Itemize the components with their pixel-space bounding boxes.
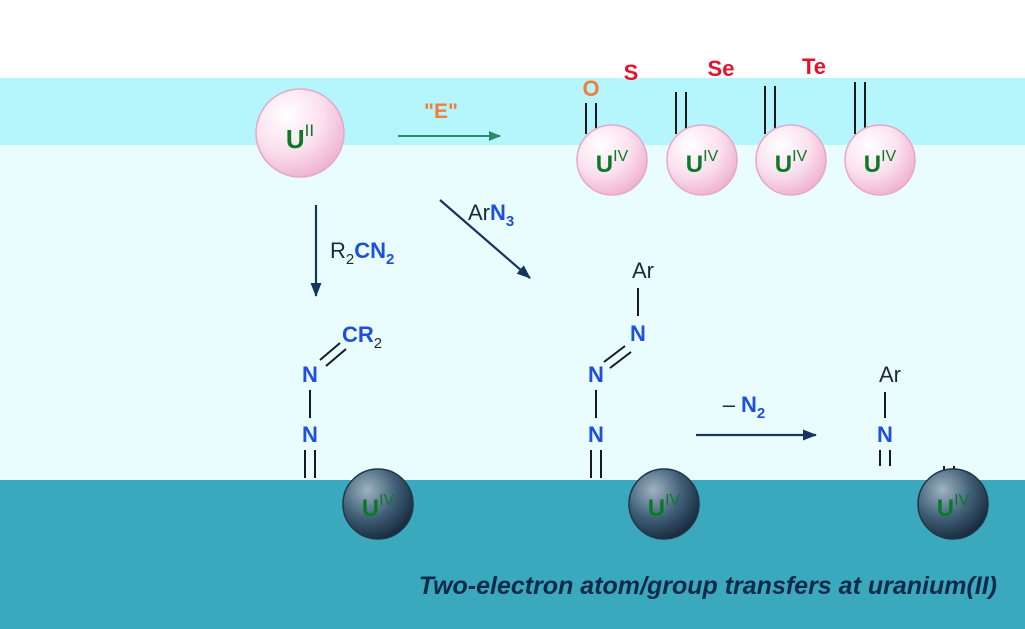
oxo-product: O UIV [576, 76, 648, 196]
azide-transfer-arrow [439, 199, 531, 279]
background-band-middle [0, 145, 1025, 480]
svg-text:N: N [302, 422, 318, 447]
svg-text:UIV: UIV [648, 492, 681, 522]
svg-text:UIV: UIV [864, 148, 897, 178]
diazoalkane-product: CR2 N N UIV [302, 322, 414, 540]
svg-text:N: N [302, 362, 318, 387]
svg-text:Ar: Ar [879, 362, 901, 387]
svg-text:UIV: UIV [596, 148, 629, 178]
chalcogen-atom-tellurium: Te [802, 54, 826, 79]
svg-text:Ar: Ar [632, 258, 654, 283]
figure-caption: Two-electron atom/group transfers at ura… [418, 572, 997, 600]
tellurido-product: Te UIV [802, 54, 916, 196]
chalcogen-atom-oxygen: O [582, 76, 599, 101]
triazenido-product: Ar N N N UIV [588, 258, 700, 540]
svg-text:UIV: UIV [686, 148, 719, 178]
uranium-ii-reactant: UII [255, 88, 345, 178]
svg-text:UIV: UIV [362, 492, 395, 522]
background-band-bottom [0, 480, 1025, 629]
svg-text:UII: UII [286, 121, 314, 154]
chalcogen-atom-sulfur: S [624, 60, 639, 85]
svg-text:N: N [630, 321, 646, 346]
reactant-oxidation-state: II [305, 121, 314, 140]
svg-text:UIV: UIV [775, 148, 808, 178]
nitrogen-loss-label: –N2 [723, 392, 765, 422]
selenido-product: Se UIV [708, 56, 827, 196]
imido-product: Ar N UIV [877, 362, 989, 540]
svg-text:N: N [877, 422, 893, 447]
sulfido-product: S UIV [624, 60, 738, 196]
diazo-reagent-label: R2CN2 [330, 238, 394, 268]
svg-text:N: N [588, 362, 604, 387]
svg-text:N: N [588, 422, 604, 447]
reactant-metal-symbol: U [286, 124, 305, 154]
azide-reagent-label: ArN3 [468, 200, 514, 230]
svg-text:CR2: CR2 [342, 322, 382, 352]
chalcogen-atom-selenium: Se [708, 56, 735, 81]
svg-text:UIV: UIV [937, 492, 970, 522]
chalcogen-reagent-label: "E" [424, 100, 458, 123]
